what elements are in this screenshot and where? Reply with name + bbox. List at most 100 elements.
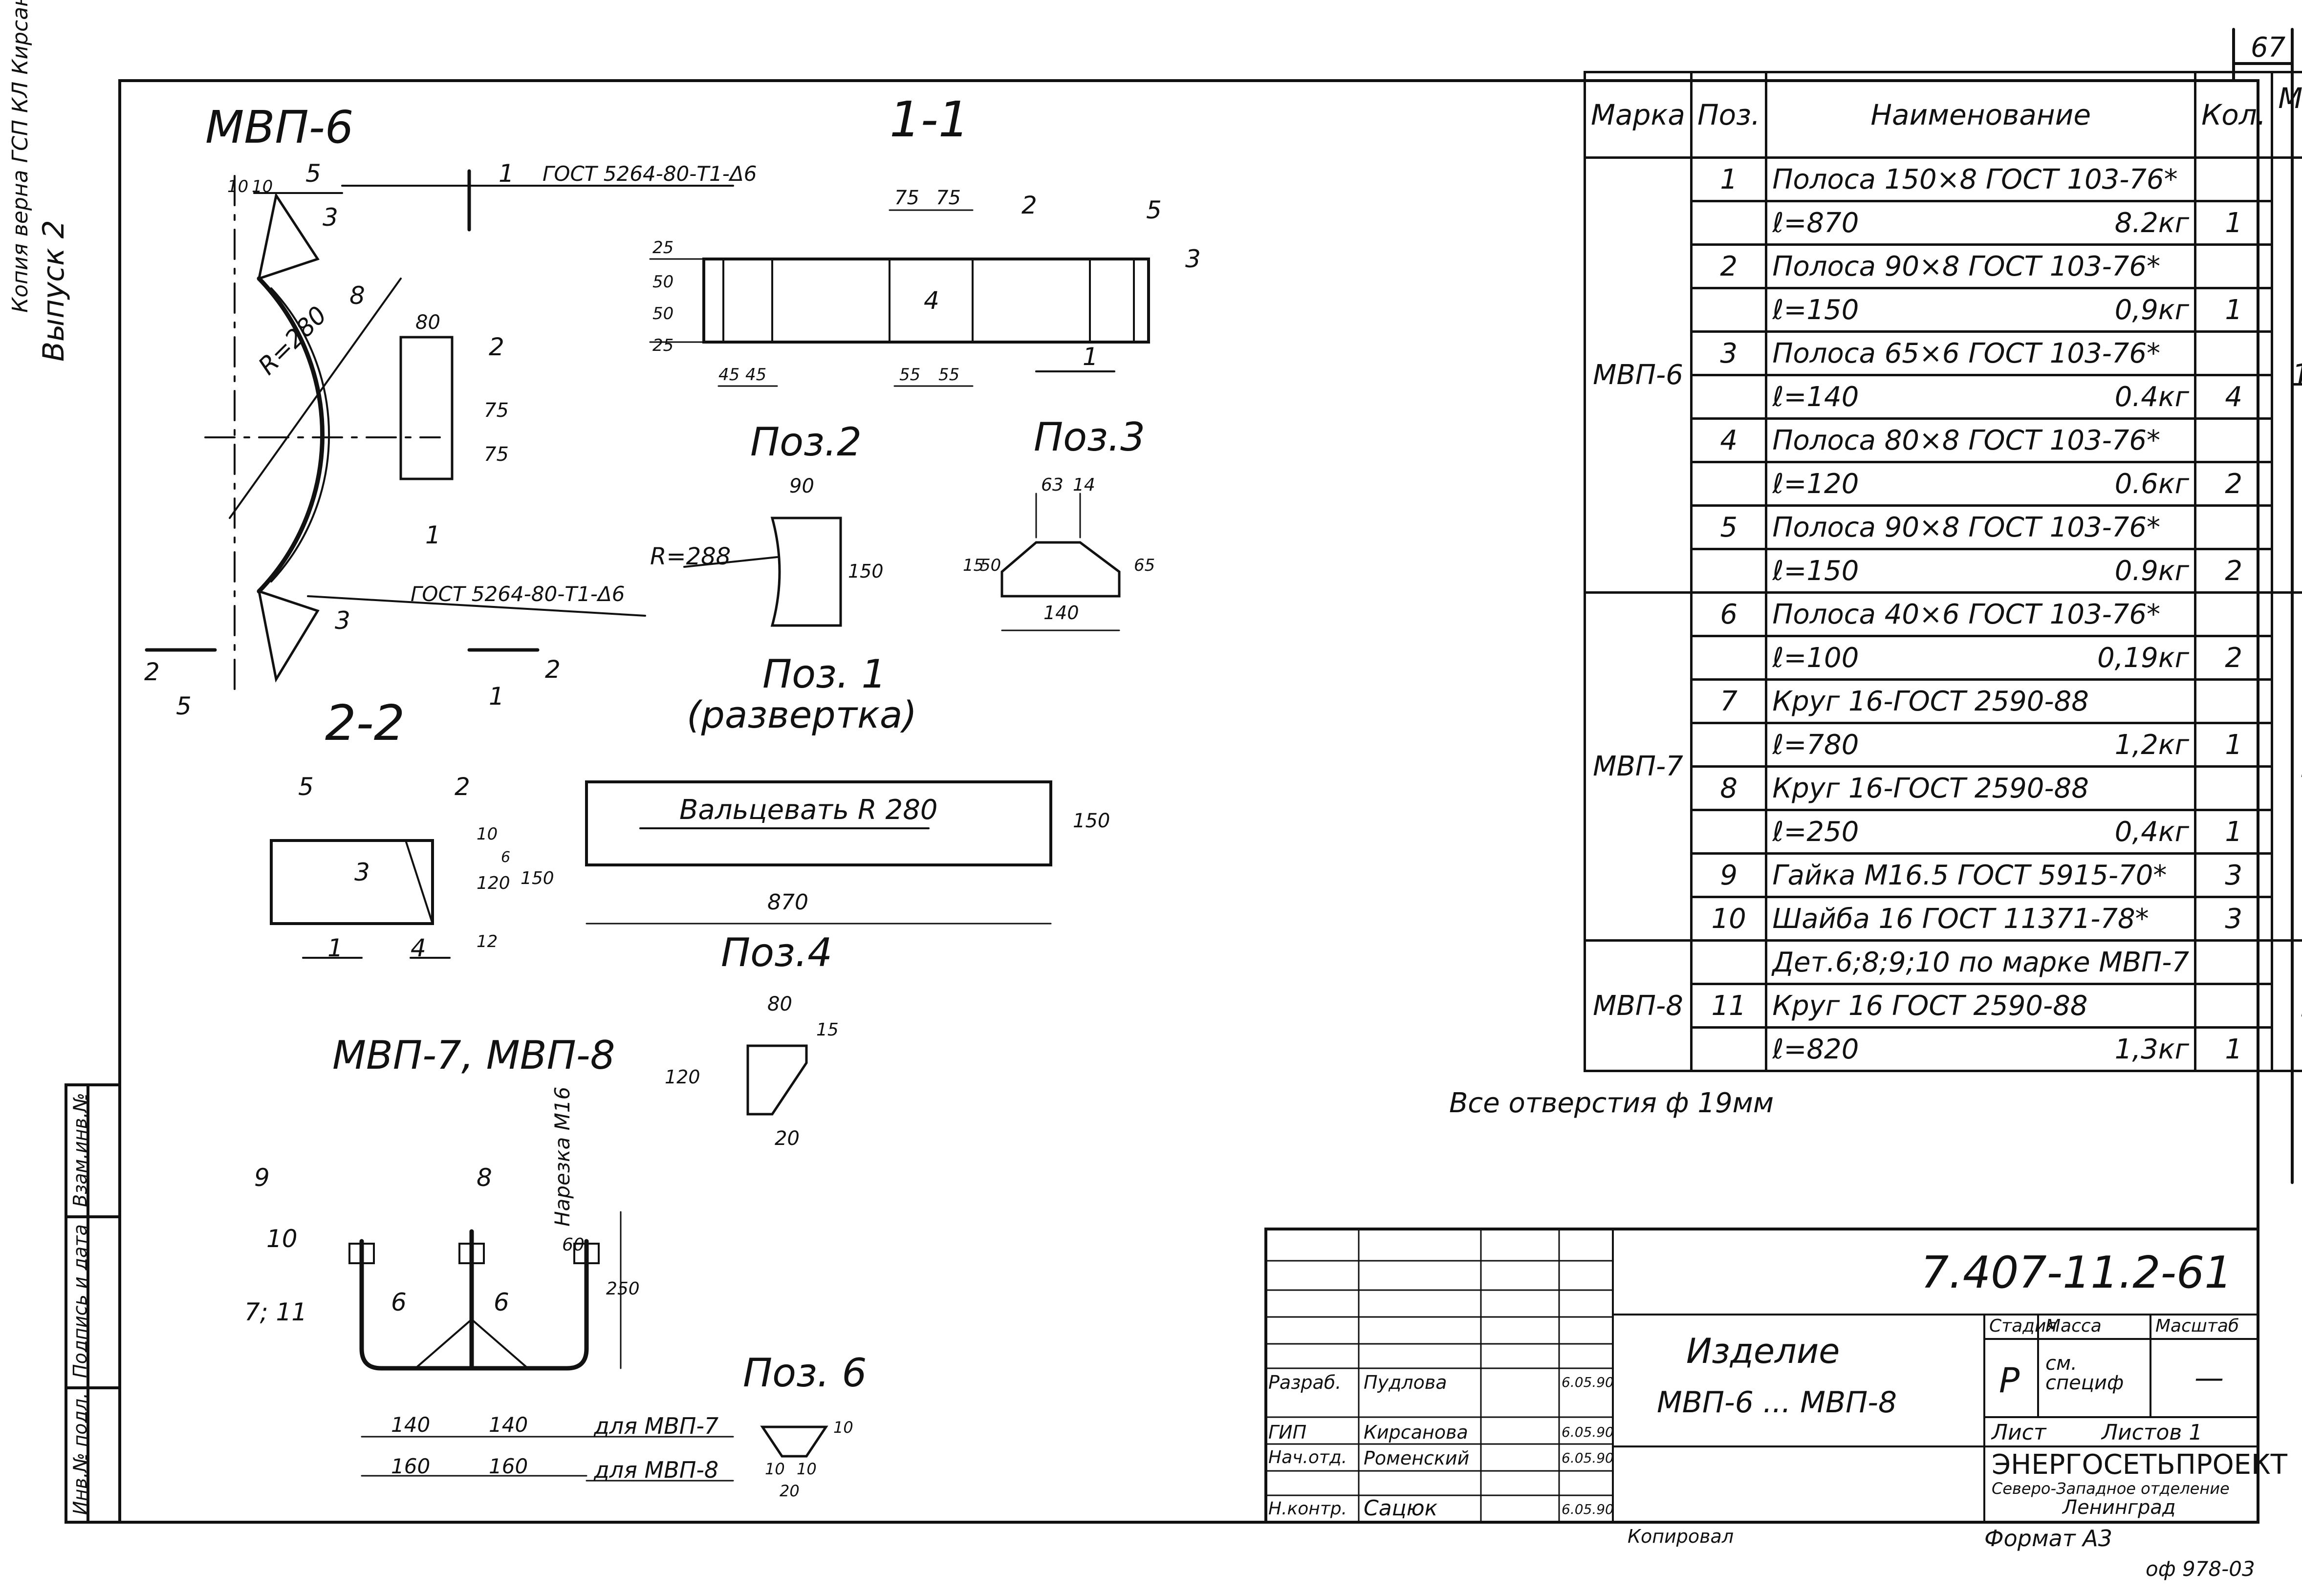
cell-marka: МВП-7: [1584, 591, 1693, 942]
dim-10b: 10: [252, 177, 273, 196]
callout-2-2-4: 4: [411, 934, 426, 962]
cell-qty: 1: [2194, 1026, 2274, 1072]
dim-p3-63: 63: [1041, 475, 1064, 495]
cell-name-mass: 0.9кг: [2114, 555, 2190, 587]
cell-name-text: ℓ=150: [1772, 555, 1859, 587]
cell-pos: [1690, 939, 1768, 985]
cell-qty: 1: [2194, 722, 2274, 768]
callout-section-1b: 1: [489, 682, 504, 711]
dim-p6-20: 20: [780, 1482, 800, 1500]
callout-1-1-1: 1: [1083, 343, 1098, 371]
date-norm-control: 6.05.90: [1562, 1501, 1614, 1517]
cell-name: Гайка М16.5 ГОСТ 5915-70*: [1765, 852, 2197, 898]
title-section-2-2: 2-2: [325, 694, 405, 752]
scale-value: —: [2194, 1361, 2224, 1395]
cell-name-text: ℓ=780: [1772, 729, 1859, 761]
replace-inv-cell: Взам.инв.№: [69, 1093, 91, 1207]
dim-p6-10a: 10: [833, 1418, 853, 1437]
page-number: 67: [2251, 32, 2286, 64]
cell-qty: 1: [2194, 809, 2274, 855]
dim-s75b: 75: [936, 187, 961, 209]
callout-6a: 6: [391, 1288, 407, 1316]
dim-m-140a: 140: [391, 1413, 431, 1437]
callout-5b: 5: [176, 692, 192, 720]
stage-label: Стадия: [1989, 1316, 2057, 1336]
name-developer: Пудлова: [1364, 1372, 1447, 1393]
cell-name-mass: 0,9кг: [2114, 294, 2190, 326]
cell-pos: [1690, 1026, 1768, 1072]
title-pos4: Поз.4: [721, 930, 832, 975]
dim-p2-150: 150: [848, 561, 884, 582]
dim-22-12: 12: [477, 932, 498, 951]
cell-name-wrap: Полоса 90×8 ГОСТ 103-76*: [1772, 251, 2189, 282]
cell-name-wrap: ℓ=820 1,3кг: [1772, 1034, 2189, 1065]
radius-288: R=288: [650, 543, 731, 570]
cell-name-text: Полоса 80×8 ГОСТ 103-76*: [1772, 424, 2161, 456]
dim-s25a: 25: [652, 238, 674, 258]
header-name: Наименование: [1765, 71, 2197, 159]
callout-1-1-3: 3: [1185, 245, 1201, 273]
copied-by: Копировал: [1628, 1526, 1734, 1547]
dim-75b: 75: [484, 443, 509, 466]
callout-8: 8: [349, 281, 365, 310]
cell-name-text: Гайка М16.5 ГОСТ 5915-70*: [1772, 859, 2167, 891]
cell-name-text: Полоса 150×8 ГОСТ 103-76*: [1772, 163, 2178, 195]
cell-name: Круг 16 ГОСТ 2590-88: [1765, 983, 2197, 1029]
cell-name-text: Круг 16-ГОСТ 2590-88: [1772, 772, 2089, 804]
cell-name-text: ℓ=820: [1772, 1033, 1859, 1065]
for-mvp7: для МВП-7: [594, 1413, 719, 1439]
title-section-1-1: 1-1: [890, 91, 970, 148]
dim-22-150: 150: [521, 868, 554, 888]
cell-pos: 6: [1690, 591, 1768, 637]
sheet-label: Лист: [1992, 1420, 2046, 1445]
callout-7-11: 7; 11: [244, 1298, 307, 1326]
date-dept-head: 6.05.90: [1562, 1450, 1614, 1466]
cell-name-wrap: Полоса 80×8 ГОСТ 103-76*: [1772, 425, 2189, 456]
cell-name: ℓ=150 0.9кг: [1765, 548, 2197, 594]
title-pos1: Поз. 1: [762, 651, 887, 697]
cell-pos: 1: [1690, 156, 1768, 202]
cell-name-wrap: Дет.6;8;9;10 по марке МВП-7: [1772, 947, 2189, 978]
dim-s55a: 55: [899, 365, 921, 385]
mass-label: Масса: [2045, 1316, 2102, 1336]
cell-qty: 1: [2194, 287, 2274, 333]
cell-pos: 2: [1690, 243, 1768, 289]
series-note: Выпуск 2: [37, 220, 71, 362]
cell-name-mass: 1,3кг: [2114, 1033, 2190, 1065]
cell-name-wrap: Круг 16-ГОСТ 2590-88: [1772, 773, 2189, 804]
dim-p4-15: 15: [816, 1020, 839, 1040]
cell-name-text: Полоса 90×8 ГОСТ 103-76*: [1772, 511, 2161, 543]
cell-name-text: ℓ=870: [1772, 207, 1859, 239]
dim-10a: 10: [227, 177, 249, 196]
cell-name-text: Круг 16 ГОСТ 2590-88: [1772, 990, 2088, 1022]
org-sub: Северо-Западное отделение: [1992, 1479, 2230, 1498]
weld-note-bottom: ГОСТ 5264-80-Т1-Δ6: [411, 582, 625, 606]
cell-pos: [1690, 374, 1768, 420]
cell-name-text: Шайба 16 ГОСТ 11371-78*: [1772, 903, 2149, 935]
cell-mass-total: 2,2: [2271, 591, 2302, 942]
thread-note: Нарезка М16: [550, 1086, 574, 1227]
cell-name-text: ℓ=100: [1772, 642, 1859, 674]
dim-s50b: 50: [652, 304, 674, 324]
cell-name: Шайба 16 ГОСТ 11371-78*: [1765, 896, 2197, 942]
dim-s25b: 25: [652, 336, 674, 355]
cell-qty: [2194, 156, 2274, 202]
callout-section-2: 2: [144, 658, 160, 686]
section-2-2: [270, 839, 434, 925]
